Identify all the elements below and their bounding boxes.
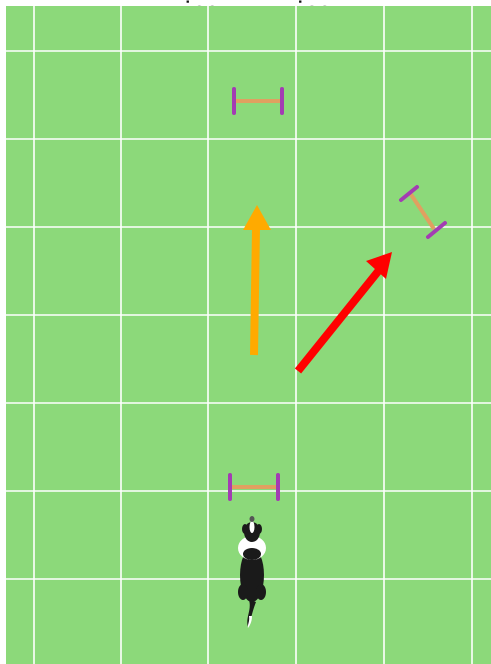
agility-field [0, 0, 491, 664]
